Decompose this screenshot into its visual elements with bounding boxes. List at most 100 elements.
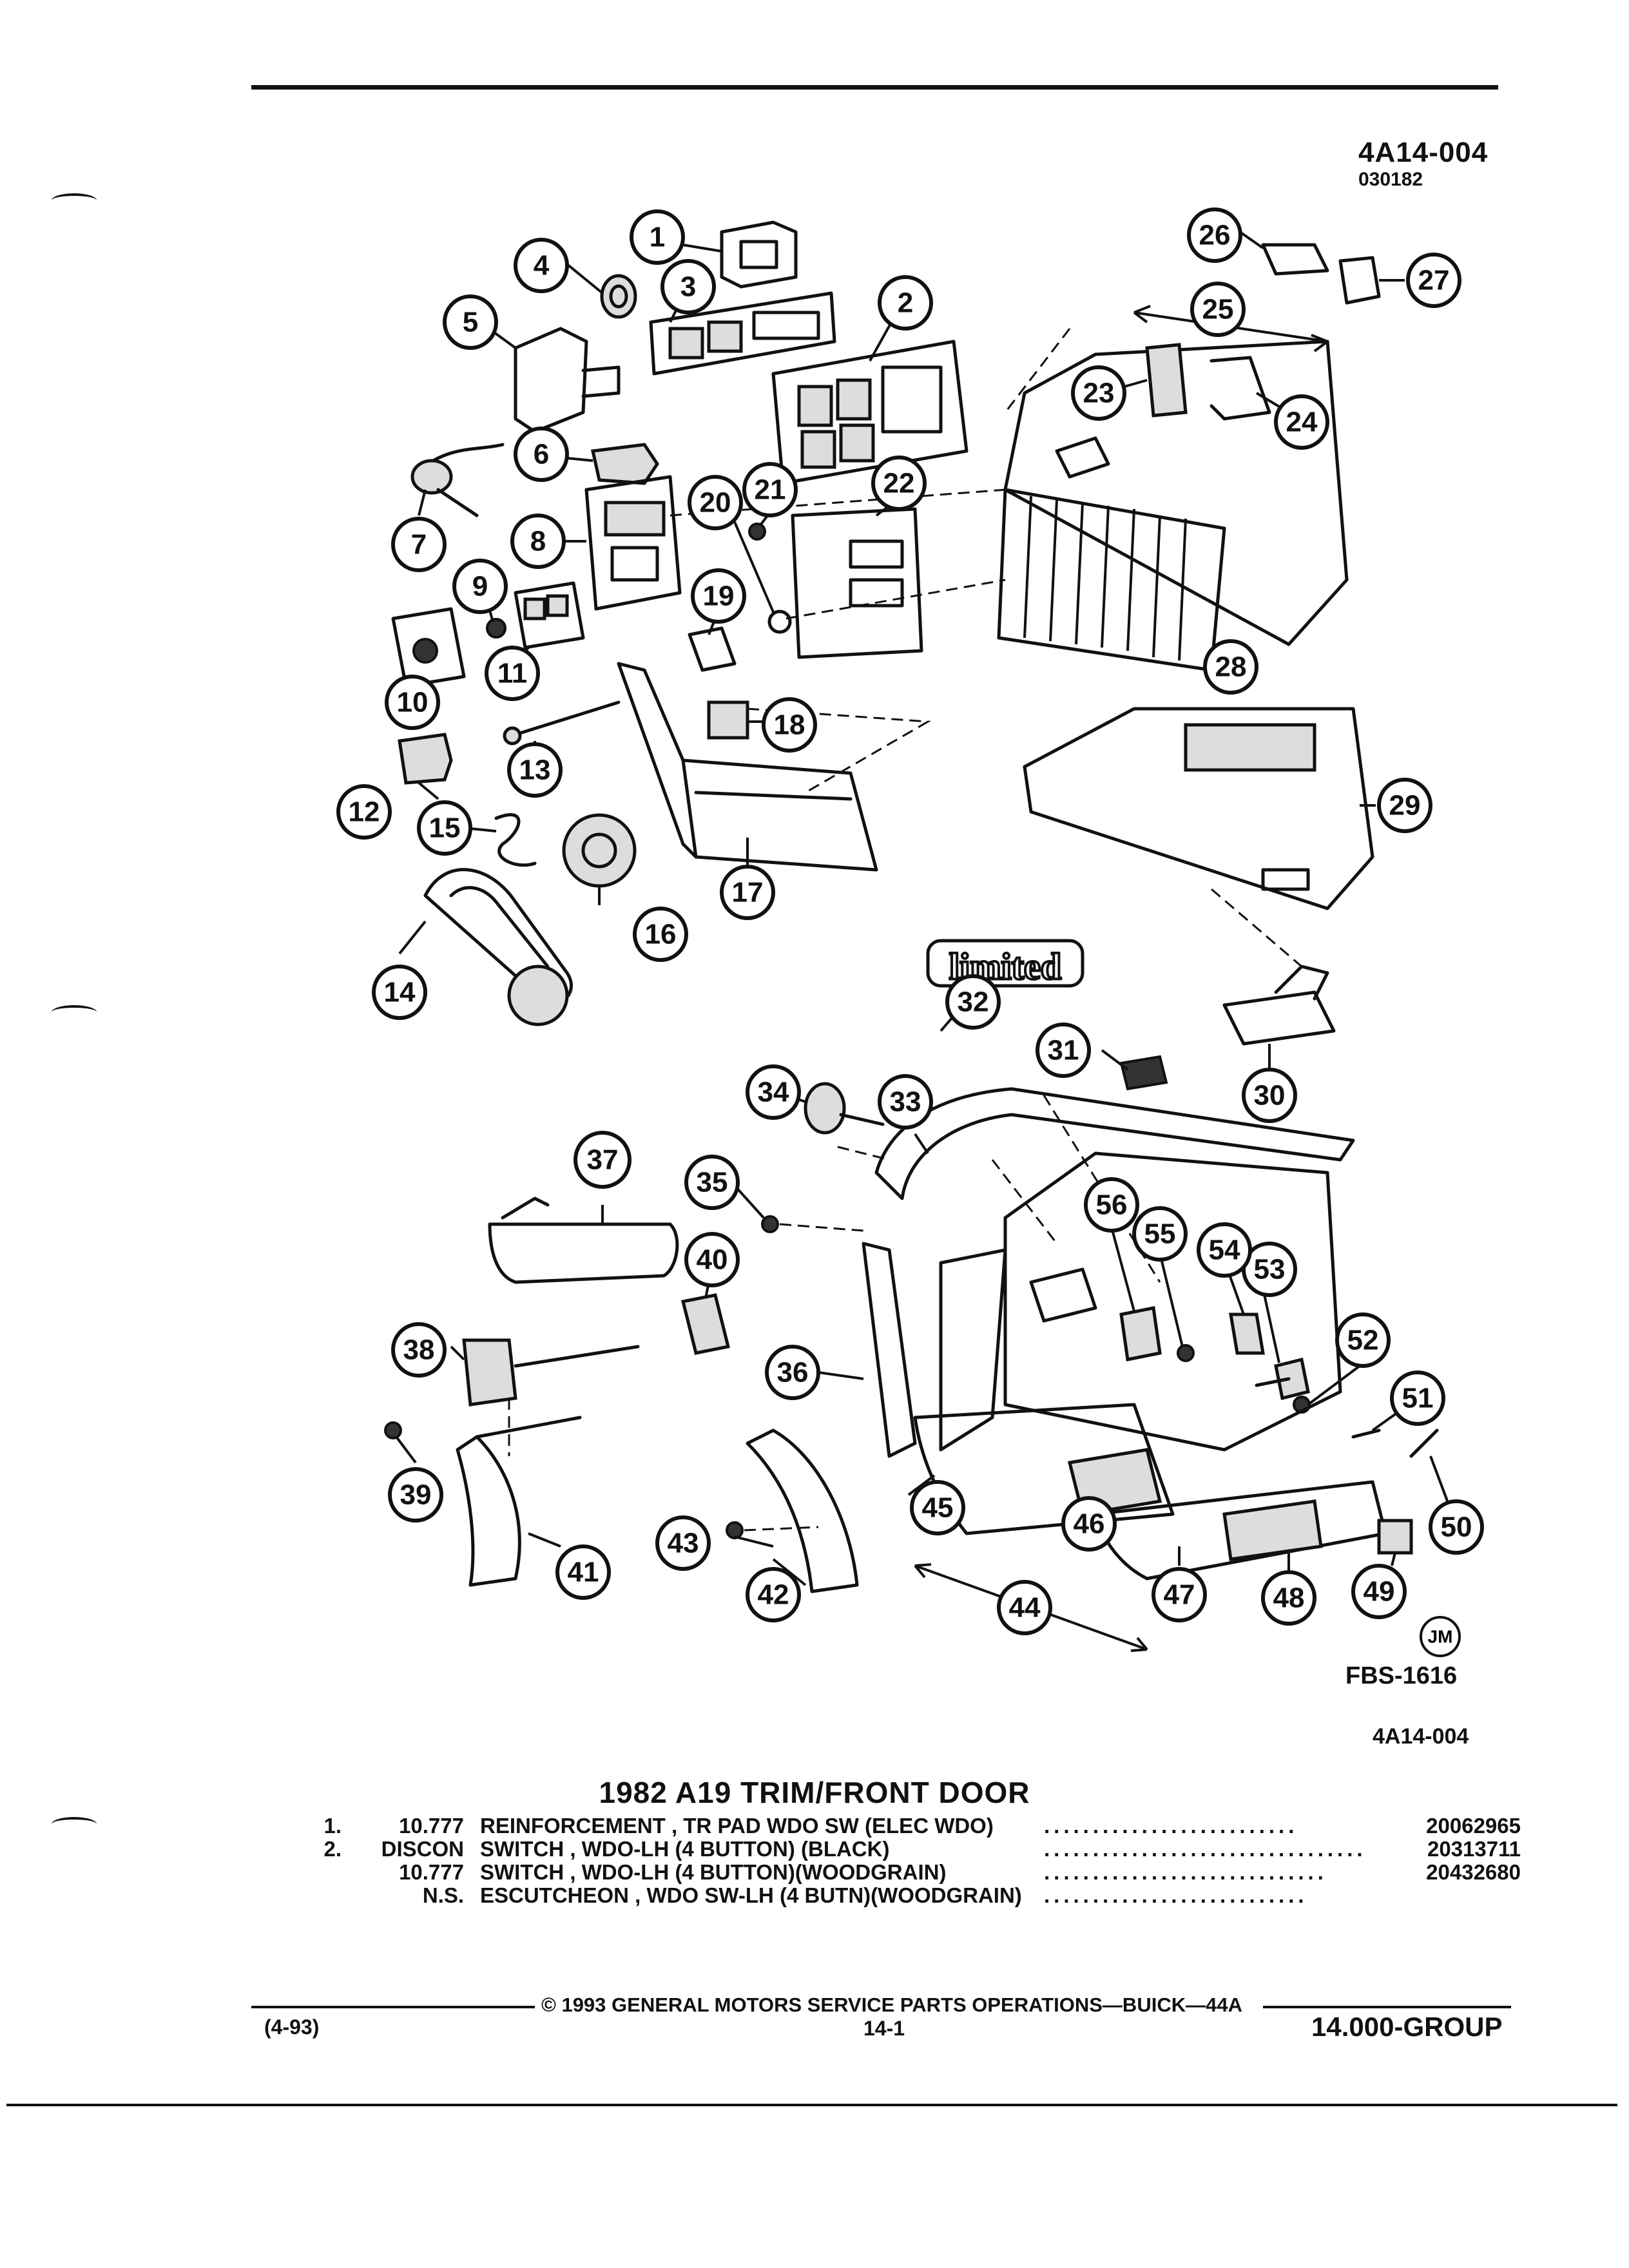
svg-text:5: 5 [463,307,478,338]
callout-3: 3 [660,259,716,314]
svg-text:44: 44 [1009,1592,1041,1624]
margin-mark [52,1817,97,1831]
row-part-number: 20432680 [1426,1860,1521,1884]
svg-text:32: 32 [958,986,989,1018]
callout-29: 29 [1377,778,1432,833]
part-mount-38 [462,1338,640,1407]
svg-text:21: 21 [755,474,786,506]
svg-text:6: 6 [534,439,549,470]
part-panel-28 [997,488,1226,672]
svg-text:54: 54 [1209,1235,1240,1266]
footer-rule-left [251,2006,535,2008]
top-rule [251,85,1498,90]
callout-25: 25 [1190,282,1246,337]
part-washer-20 [767,610,792,634]
svg-text:41: 41 [568,1557,599,1588]
callout-12: 12 [336,784,392,840]
part-mirror-48 [1222,1499,1323,1561]
svg-text:46: 46 [1074,1508,1105,1540]
callout-5: 5 [443,294,498,350]
row-index: 1. [323,1814,342,1838]
footer-date: (4-93) [264,2015,320,2039]
callout-33: 33 [878,1074,933,1129]
svg-text:JM: JM [1428,1627,1453,1647]
callout-1: 1 [630,209,685,265]
callout-26: 26 [1187,207,1242,263]
callout-38: 38 [391,1322,447,1378]
callout-50: 50 [1429,1499,1484,1555]
svg-text:12: 12 [349,796,380,828]
svg-text:26: 26 [1199,220,1231,251]
part-clip-15 [494,813,537,867]
part-screw-43 [726,1521,819,1539]
row-code: 10.777 [399,1860,464,1884]
section-title: 1982 A19 TRIM/FRONT DOOR [599,1776,1030,1809]
svg-text:10: 10 [397,687,429,718]
callout-46: 46 [1061,1496,1117,1552]
row-index: 2. [323,1837,342,1861]
svg-text:40: 40 [697,1244,728,1276]
parts-row: 10.777 SWITCH , WDO-LH (4 BUTTON)(WOODGR… [0,1860,1629,1886]
part-trim-41 [456,1416,582,1587]
callout-19: 19 [691,568,746,624]
svg-text:24: 24 [1286,407,1318,438]
svg-text:1: 1 [650,222,665,253]
svg-text:47: 47 [1164,1579,1195,1611]
callout-23: 23 [1071,365,1126,421]
callout-10: 10 [385,675,440,730]
exploded-parts-diagram: limited [336,207,1484,1657]
part-screw-55 [1177,1344,1195,1362]
part-clip-54 [1229,1312,1265,1355]
svg-text:16: 16 [645,919,677,950]
row-part-number: 20313711 [1427,1837,1521,1861]
callout-7: 7 [391,517,447,572]
part-bracket-23 [1145,343,1188,418]
svg-text:37: 37 [587,1144,619,1176]
part-reinforcement [720,220,798,289]
row-part-number: 20062965 [1426,1814,1521,1838]
svg-text:25: 25 [1202,294,1234,325]
callout-4: 4 [514,238,569,293]
svg-text:14: 14 [384,977,416,1008]
svg-text:43: 43 [668,1528,699,1559]
callout-27: 27 [1406,253,1461,308]
svg-text:8: 8 [530,526,546,557]
part-pillar-33 [874,1087,1355,1200]
callout-6: 6 [514,427,569,482]
callout-30: 30 [1242,1068,1297,1123]
part-fastener-34 [804,1082,885,1135]
svg-text:28: 28 [1215,651,1247,683]
callout-54: 54 [1197,1222,1252,1278]
callout-22: 22 [871,456,927,511]
callout-32: 32 [945,974,1001,1030]
part-bracket-56 [1119,1306,1162,1361]
row-code: 10.777 [399,1814,464,1838]
callout-51: 51 [1390,1370,1445,1426]
svg-text:19: 19 [703,581,735,612]
callout-45: 45 [910,1480,965,1535]
row-leader: ................................. [1044,1837,1366,1861]
callout-14: 14 [372,965,427,1020]
part-bezel-19 [688,626,737,672]
row-code: N.S. [422,1883,464,1907]
part-mirror-switch-5 [514,327,621,434]
part-nut-21 [748,523,766,541]
svg-text:23: 23 [1083,378,1115,409]
svg-text:48: 48 [1273,1582,1305,1614]
part-screw-13 [503,700,621,745]
part-bracket-40 [680,1293,731,1355]
callout-28: 28 [1203,639,1258,695]
bottom-rule [6,2104,1617,2106]
figure-code: FBS-1616 [1345,1662,1458,1689]
callout-43: 43 [655,1515,711,1571]
part-bracket-24 [1210,356,1271,421]
part-bezel-8 [584,475,682,611]
svg-text:13: 13 [519,754,551,786]
part-clip-50 [1409,1428,1439,1458]
row-description: SWITCH , WDO-LH (4 BUTTON)(WOODGRAIN) [480,1860,947,1884]
svg-text:42: 42 [758,1579,789,1611]
row-leader: ............................. [1044,1860,1327,1884]
callout-8: 8 [510,514,566,569]
figure-ref: 4A14-004 [1373,1724,1469,1749]
callout-44: 44 [997,1580,1052,1635]
